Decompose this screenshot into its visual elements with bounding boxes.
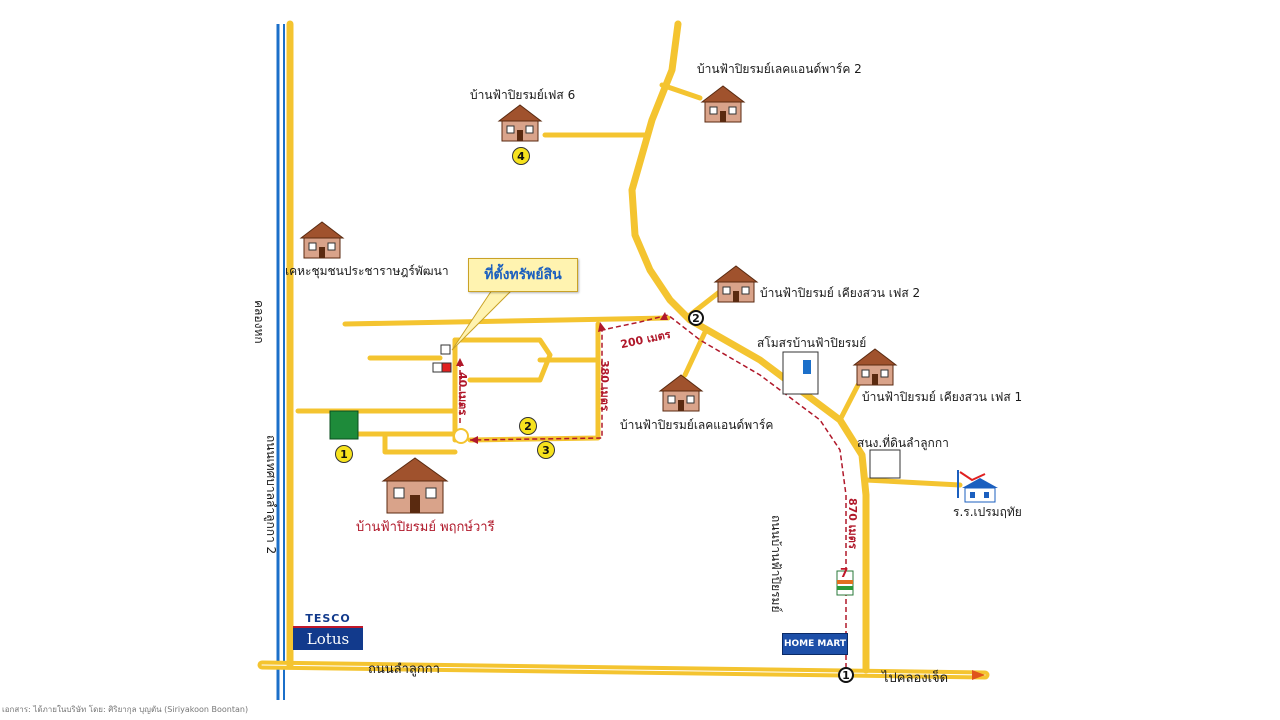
label-community: เคหะชุมชนประชาราษฎร์พัฒนา: [285, 264, 449, 278]
label-land-office: สนง.ที่ดินลำลูกกา: [857, 436, 949, 450]
canal: [276, 24, 285, 700]
marker-3: 3: [537, 441, 555, 459]
club-building: [782, 351, 819, 395]
house-icon: [852, 347, 898, 387]
label-lakeland: บ้านฟ้าปิยรมย์เลคแอนด์พาร์ค: [620, 418, 774, 432]
marker-1: 1: [335, 445, 353, 463]
route-arrows: [456, 312, 985, 680]
homemart-logo: HOME MART: [782, 633, 848, 655]
seven-eleven-logo: [836, 570, 854, 596]
lotus-text: Lotus: [293, 628, 363, 650]
junction-circle: [453, 428, 469, 444]
junction-1: 1: [838, 667, 854, 683]
marker-4: 4: [512, 147, 530, 165]
house-icon: [299, 220, 345, 260]
label-road-vertical-right: ถนนบ้านฟ้าปิยรมย์: [769, 515, 783, 613]
tesco-text: TESCO: [293, 612, 363, 628]
park-block: [329, 410, 359, 440]
seven-eleven-label: 7: [840, 566, 849, 580]
junction-2: 2: [688, 310, 704, 326]
route-path: [459, 314, 847, 668]
label-road-lamlukka: ถนนลำลูกกา: [368, 662, 440, 677]
house-icon: [658, 373, 704, 413]
property-marker-white: [440, 344, 451, 355]
footer-credit: เอกสาร: ได้ภายในบริษัท โดย: ศิริยากุล บุ…: [2, 705, 249, 714]
property-location-callout: ที่ตั้งทรัพย์สิน: [468, 258, 578, 292]
house-icon: [497, 103, 543, 143]
label-school: ร.ร.เปรมฤทัย: [953, 505, 1022, 519]
property-marker-red: [441, 362, 452, 373]
label-phruksa: บ้านฟ้าปิยรมย์ พฤกษ์วารี: [356, 520, 495, 535]
marker-2: 2: [519, 417, 537, 435]
label-road-vertical-left: ถนนเทศบาลลำลูกกา 2: [264, 435, 278, 555]
distance-380m: 380 เมตร: [598, 360, 611, 411]
label-club: สโมสรบ้านฟ้าปิยรมย์: [757, 336, 867, 350]
house-icon: [380, 455, 450, 515]
label-phase6: บ้านฟ้าปิยรมย์เฟส 6: [470, 88, 576, 102]
house-icon: [700, 84, 746, 124]
road-north: [628, 20, 870, 674]
tesco-lotus-logo: TESCO Lotus: [293, 612, 363, 650]
house-icon: [713, 264, 759, 304]
distance-870m: 870 เมตร: [846, 498, 859, 549]
label-to-khlong: ไปคลองเจ็ด: [882, 671, 949, 686]
property-marker-white-2: [432, 362, 443, 373]
distance-40m: 40 เมตร: [456, 372, 469, 416]
label-canal: คลองหก: [252, 300, 266, 344]
land-office-box: [869, 449, 901, 479]
label-lakeland2: บ้านฟ้าปิยรมย์เลคแอนด์พาร์ค 2: [697, 62, 862, 76]
label-riangsuan2: บ้านฟ้าปิยรมย์ เคียงสวน เฟส 2: [760, 286, 921, 300]
school-icon: [957, 470, 998, 503]
label-riangsuan1: บ้านฟ้าปิยรมย์ เคียงสวน เฟส 1: [862, 390, 1023, 404]
